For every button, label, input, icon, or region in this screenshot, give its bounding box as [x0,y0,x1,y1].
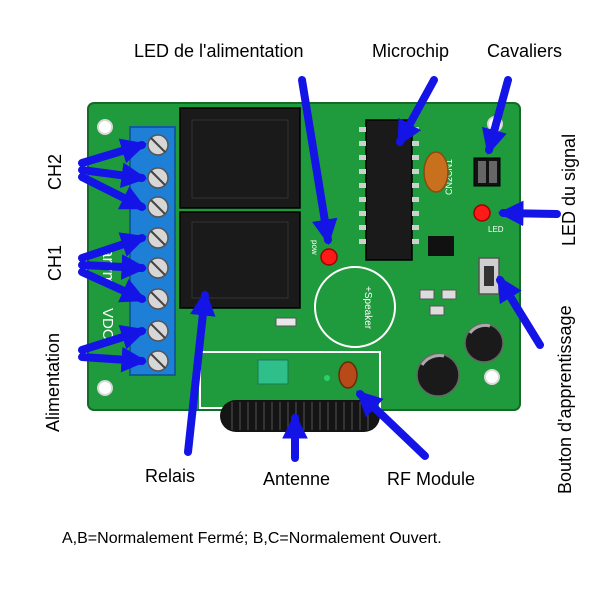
mounting-hole [97,380,113,396]
label-led-signal: LED du signal [559,133,579,246]
learning-button-cap [484,266,494,286]
label-relais: Relais [145,466,196,486]
arrow-alimentation [78,346,148,373]
arrow-ch2 [78,173,147,211]
callout-arrows [78,76,561,462]
arrow-alimentation [78,324,147,354]
smd-component [419,289,435,300]
relay-ch2 [179,107,301,209]
caption: A,B=Normalement Fermé; B,C=Normalement O… [62,530,442,547]
capacitor-highlight [468,323,491,334]
arrow-microchip [396,76,438,147]
arrow-ch2 [78,138,147,167]
arrow-led-power [298,76,338,246]
ceramic-capacitor [423,151,449,193]
label-led-power: LED de l'alimentation [134,41,304,61]
resistor [275,317,297,327]
label-ch2: CH2 [45,153,65,190]
smd-component [429,305,445,316]
label-alimentation: Alimentation [43,332,63,432]
power-led [320,248,338,266]
speaker-outline [314,266,396,348]
rf-module-jumper [257,359,289,385]
arrow-cavaliers [482,76,512,155]
vdc-text: VDC [99,308,116,340]
label-antenne: Antenne [263,469,331,489]
arrow-rf-module [356,390,429,460]
electrolytic-capacitor [416,353,460,397]
arrow-ch1 [78,254,148,280]
relay-label-area [191,221,289,299]
mounting-hole [484,369,500,385]
label-cavaliers: Cavaliers [487,41,563,61]
arrow-ch2 [78,162,148,188]
speaker-text: +Speaker [362,286,373,330]
pow-text: pow [310,240,319,255]
label-bouton: Bouton d'apprentissage [555,305,575,494]
capacitor-highlight [420,354,445,366]
mounting-hole [97,119,113,135]
label-ch1: CH1 [45,244,65,281]
rf-module [199,351,381,409]
microchip [365,119,413,261]
relay-ch1 [179,211,301,309]
relay-label-area [191,119,289,199]
arrow-bouton [496,275,544,349]
led-text: LED [488,225,504,234]
arrow-led-signal [497,200,561,227]
terminal-screws [147,134,169,372]
cn-text: CN2CN1 [444,159,454,195]
electrolytic-capacitor [464,323,504,363]
arrow-relais [184,289,216,456]
signal-led [473,204,491,222]
smd-component [441,289,457,300]
regulator [428,236,454,256]
rf-diode [324,375,330,381]
arrow-ch1 [78,232,147,262]
rf-coil [338,361,358,389]
jumper-pin [489,161,497,183]
antenna-coil [220,400,380,432]
label-microchip: Microchip [372,41,450,61]
arrow-ch1 [78,268,147,303]
label-rf-module: RF Module [387,469,476,489]
jumper-pin [478,161,486,183]
